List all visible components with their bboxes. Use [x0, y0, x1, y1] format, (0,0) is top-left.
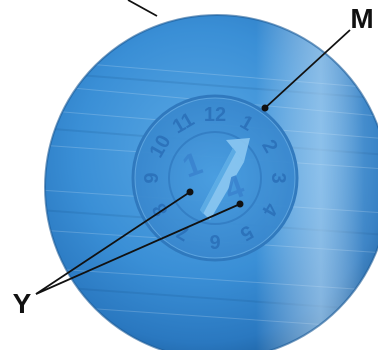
dial-number-3: 3: [267, 172, 289, 183]
dial-number-9: 9: [141, 172, 163, 183]
label-m: M: [350, 3, 373, 34]
top-leader-line: [128, 0, 157, 16]
label-y: Y: [13, 288, 32, 319]
dial-number-12: 12: [204, 104, 226, 126]
y-leader-dot-2: [237, 201, 244, 208]
y-leader-dot-1: [187, 189, 194, 196]
dial-number-6: 6: [209, 230, 220, 252]
m-leader-dot: [262, 105, 269, 112]
